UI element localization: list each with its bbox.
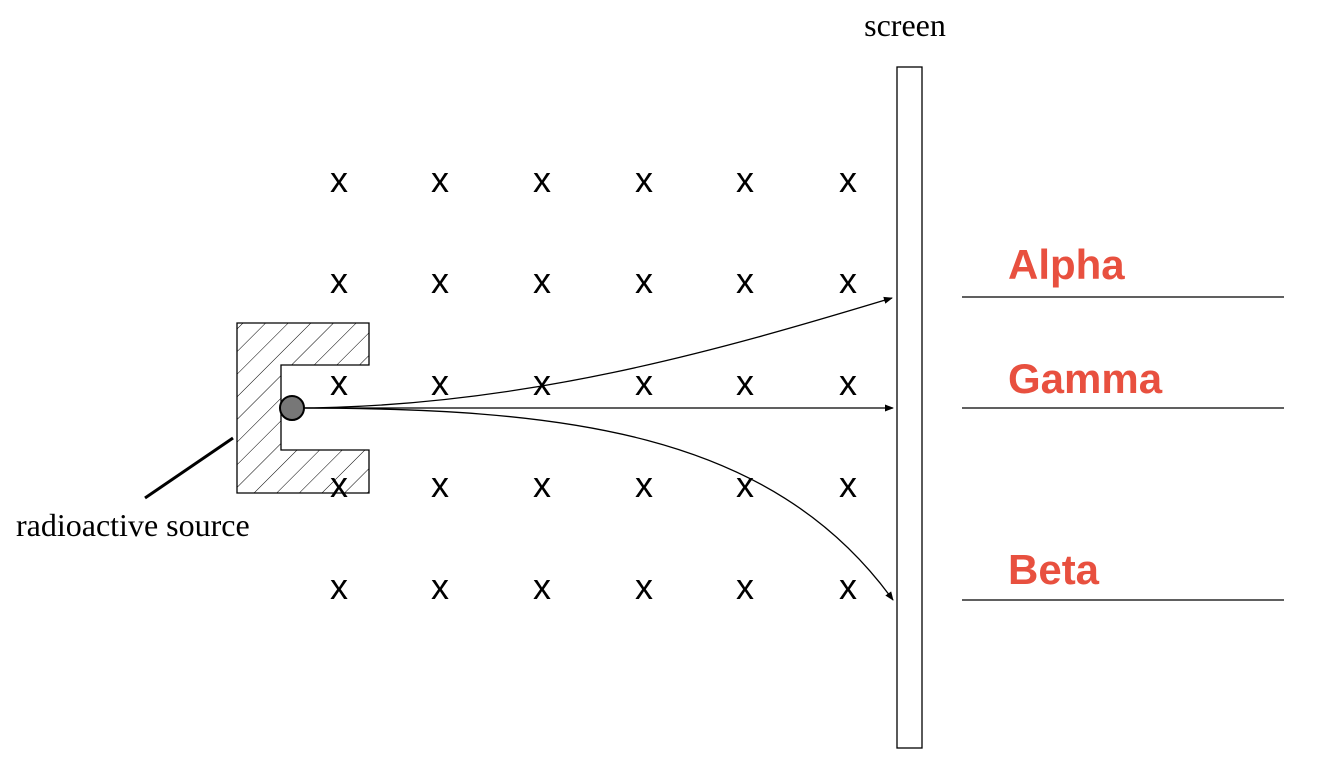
field-cross: x bbox=[431, 464, 449, 505]
field-cross: x bbox=[736, 464, 754, 505]
field-cross: x bbox=[839, 260, 857, 301]
answer-beta: Beta bbox=[1008, 546, 1100, 593]
field-cross: x bbox=[635, 566, 653, 607]
field-cross: x bbox=[635, 464, 653, 505]
screen-label: screen bbox=[864, 7, 946, 43]
field-cross: x bbox=[431, 159, 449, 200]
answer-gamma: Gamma bbox=[1008, 355, 1163, 402]
field-cross: x bbox=[330, 362, 348, 403]
field-cross: x bbox=[533, 260, 551, 301]
radioactive-source bbox=[279, 395, 305, 421]
field-cross: x bbox=[330, 260, 348, 301]
source-label: radioactive source bbox=[16, 507, 250, 543]
field-cross: x bbox=[736, 159, 754, 200]
field-cross: x bbox=[533, 566, 551, 607]
field-cross: x bbox=[533, 362, 551, 403]
field-cross: x bbox=[839, 159, 857, 200]
field-cross: x bbox=[736, 260, 754, 301]
magnetic-field-into-page: xxxxxxxxxxxxxxxxxxxxxxxxxxxxxx bbox=[330, 159, 857, 607]
alpha-path bbox=[291, 296, 893, 409]
lead-shield bbox=[236, 322, 370, 494]
field-cross: x bbox=[736, 362, 754, 403]
screen bbox=[896, 66, 923, 749]
field-cross: x bbox=[330, 159, 348, 200]
field-cross: x bbox=[330, 566, 348, 607]
field-cross: x bbox=[635, 159, 653, 200]
field-cross: x bbox=[431, 566, 449, 607]
field-cross: x bbox=[533, 464, 551, 505]
field-cross: x bbox=[635, 260, 653, 301]
field-cross: x bbox=[839, 566, 857, 607]
beta-path bbox=[291, 407, 894, 601]
field-cross: x bbox=[839, 464, 857, 505]
field-cross: x bbox=[635, 362, 653, 403]
field-cross: x bbox=[839, 362, 857, 403]
field-cross: x bbox=[533, 159, 551, 200]
source-pointer-line bbox=[144, 436, 234, 500]
field-cross: x bbox=[431, 362, 449, 403]
field-cross: x bbox=[736, 566, 754, 607]
answer-alpha: Alpha bbox=[1008, 241, 1125, 288]
field-cross: x bbox=[431, 260, 449, 301]
